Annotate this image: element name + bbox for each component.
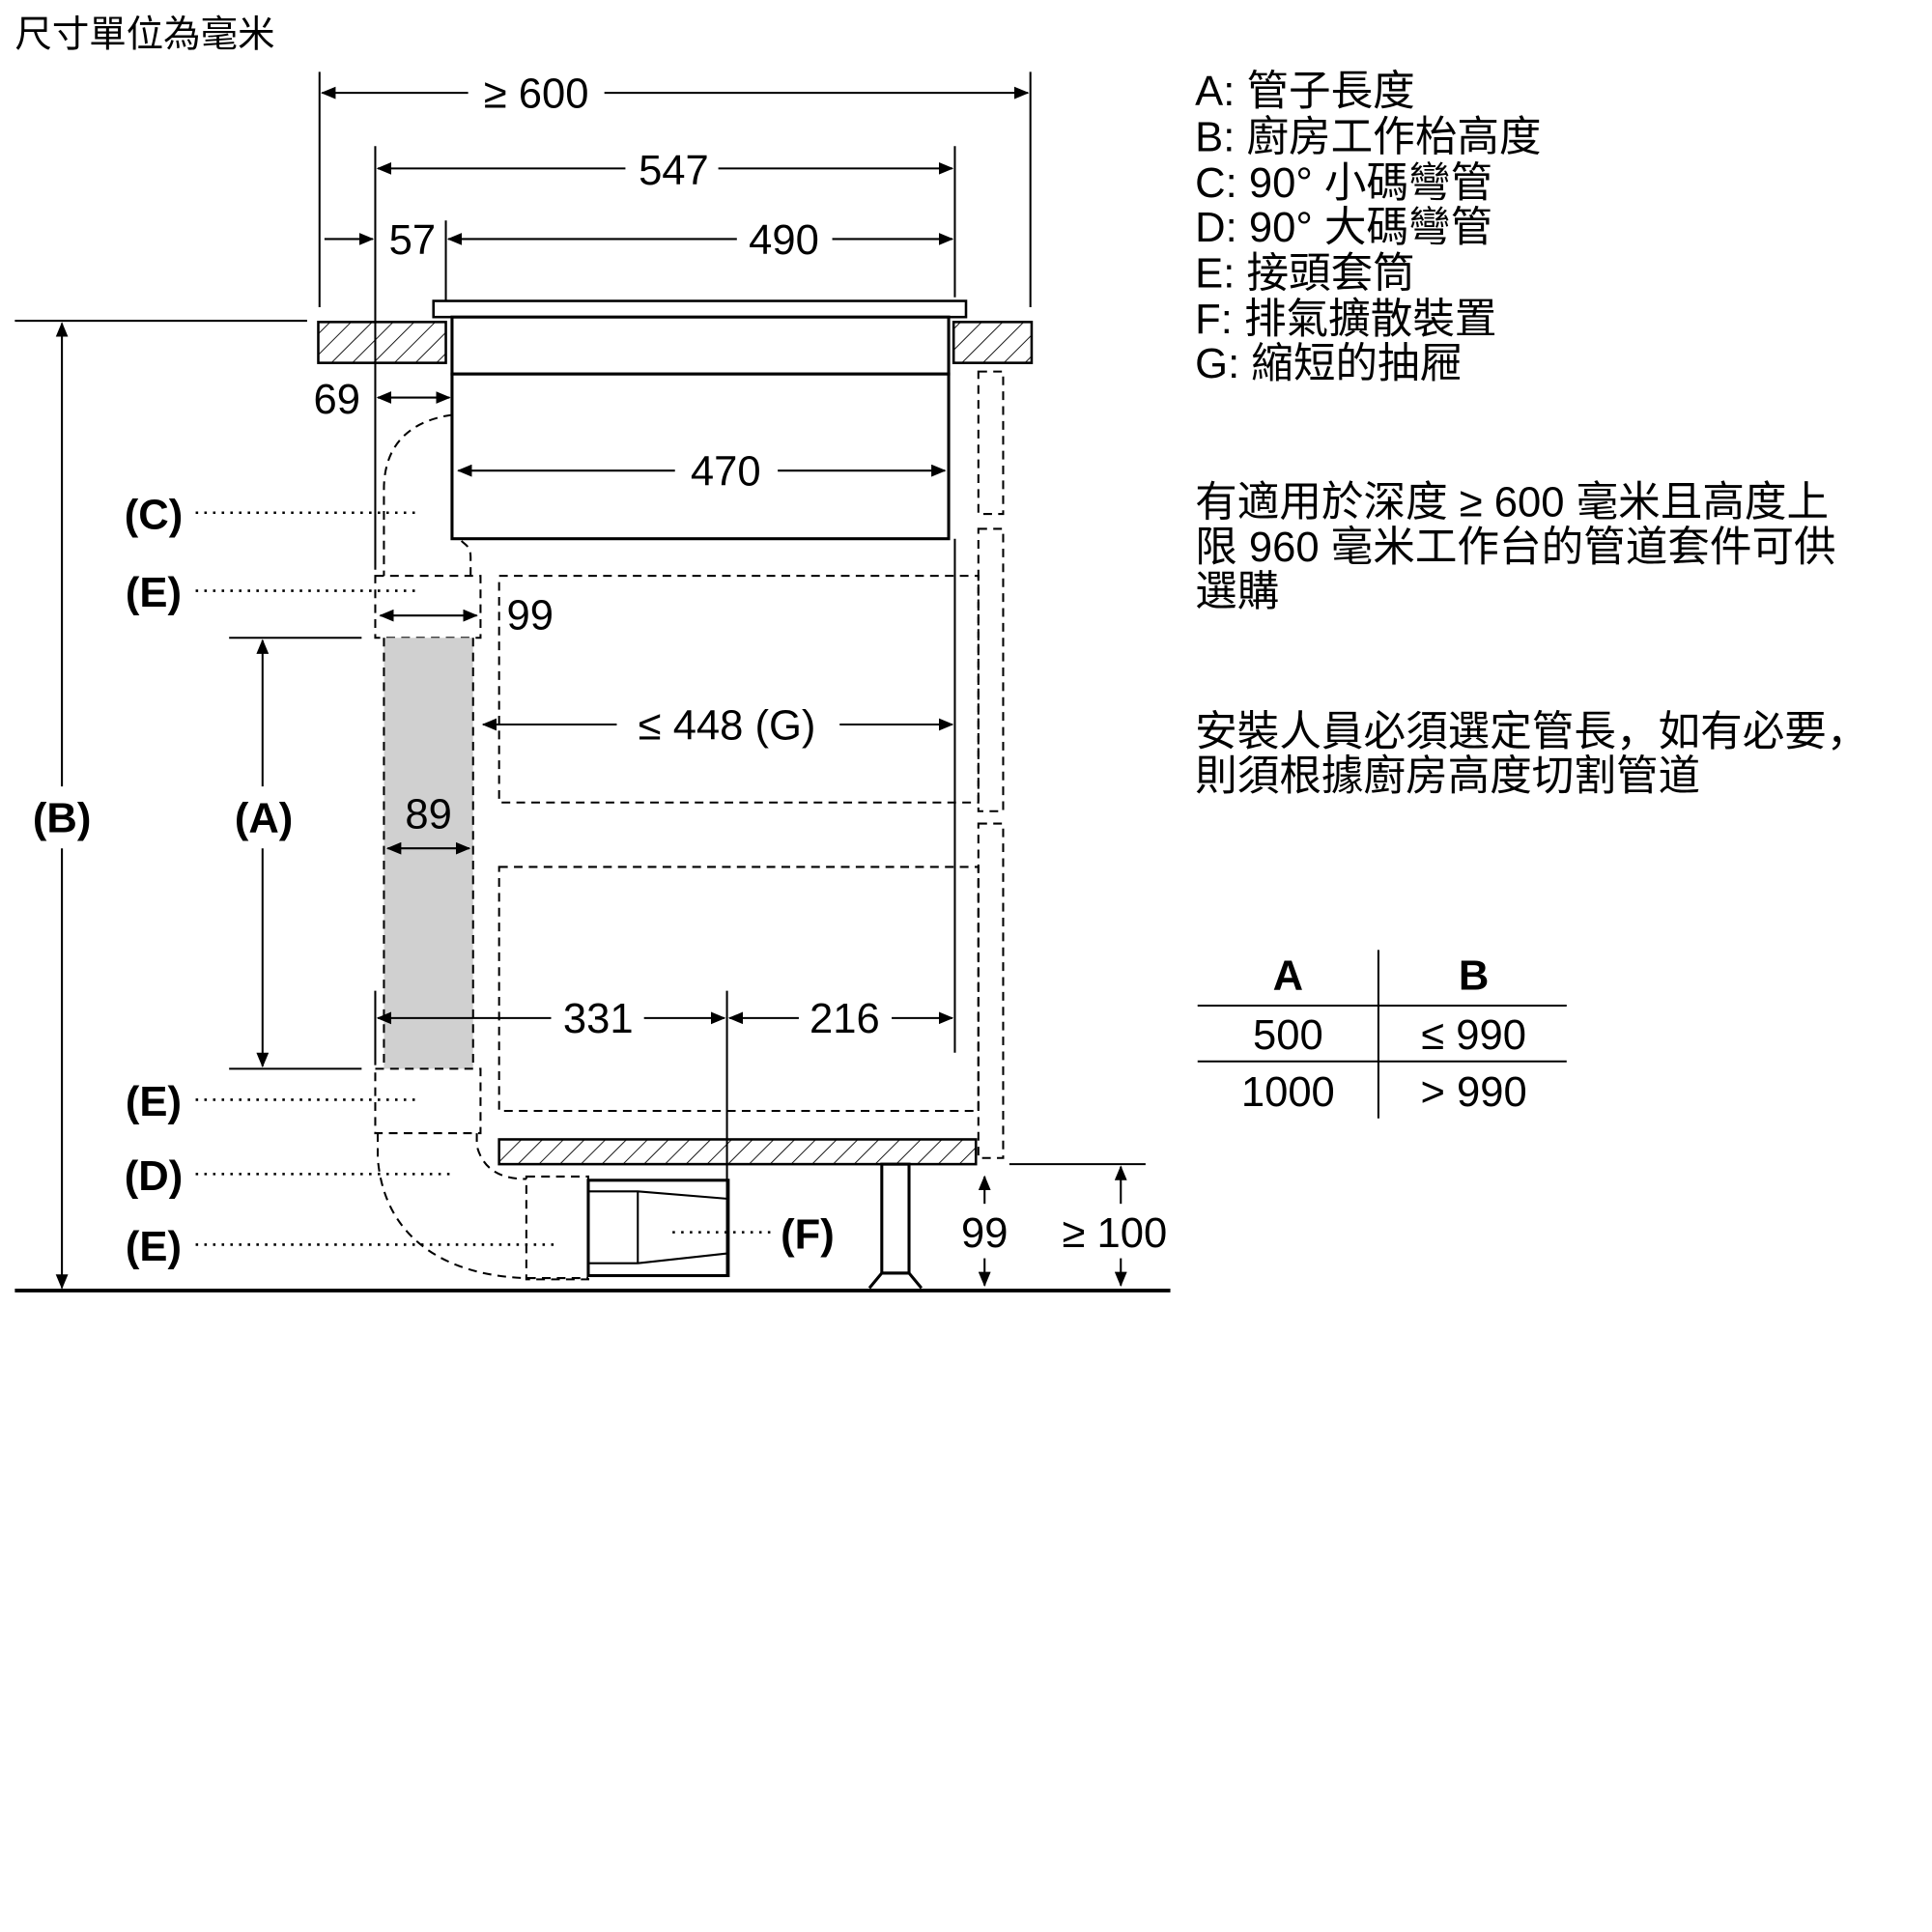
legend-item: D: 90° 大碼彎管 <box>1195 205 1492 251</box>
dim-duct-to-mid: 331 <box>563 996 634 1042</box>
length-table: A B 500 ≤ 990 1000 > 990 <box>1197 950 1567 1119</box>
legend-item: B: 廚房工作枱高度 <box>1195 114 1541 160</box>
table-cell: 1000 <box>1241 1069 1335 1116</box>
table-header-b: B <box>1459 952 1489 999</box>
label-b: (B) <box>33 796 91 842</box>
kit-note-line: 限 960 毫米工作台的管道套件可供 <box>1195 525 1835 571</box>
table-header-a: A <box>1273 952 1303 999</box>
table-cell: > 990 <box>1421 1069 1527 1116</box>
dim-duct-offset: 69 <box>313 377 359 423</box>
duct-pipe <box>384 638 473 1069</box>
shortened-drawer <box>497 575 980 804</box>
installer-note-line: 安裝人員必須選定管長，如有必要， <box>1195 709 1868 755</box>
connector-sleeve-mid <box>374 1067 482 1135</box>
worktop-left <box>317 321 447 364</box>
cabinet-leg <box>867 1162 923 1290</box>
lower-drawer <box>497 866 980 1113</box>
small-elbow <box>383 413 472 577</box>
label-e-top: (E) <box>126 570 182 616</box>
label-c: (C) <box>125 492 184 538</box>
label-e-bottom: (E) <box>126 1224 182 1270</box>
extension-lines <box>14 71 1146 1276</box>
connector-sleeve-bottom <box>525 1175 590 1281</box>
cabinet-outline <box>497 370 1005 1159</box>
dim-plinth-clearance: 99 <box>961 1210 1008 1257</box>
legend: A: 管子長度 B: 廚房工作枱高度 C: 90° 小碼彎管 D: 90° 大碼… <box>1195 69 1541 387</box>
dimension-arrows <box>55 86 1127 1290</box>
installer-note-line: 則須根據廚房高度切割管道 <box>1195 753 1700 800</box>
kit-note-line: 選購 <box>1195 569 1279 615</box>
label-a: (A) <box>235 796 294 842</box>
kit-note-line: 有適用於深度 ≥ 600 毫米且高度上 <box>1195 480 1829 526</box>
notes: 有適用於深度 ≥ 600 毫米且高度上 限 960 毫米工作台的管道套件可供 選… <box>1195 480 1868 800</box>
label-d: (D) <box>125 1153 184 1200</box>
legend-item: G: 縮短的抽屜 <box>1195 341 1462 387</box>
exhaust-diffuser <box>586 1179 730 1278</box>
dim-overall-width: ≥ 600 <box>484 71 589 118</box>
dim-body-width: 470 <box>691 449 761 496</box>
dim-cooktop-width: 547 <box>639 148 709 194</box>
cooktop-upper-body <box>450 315 951 376</box>
dim-mid-to-back: 216 <box>810 996 880 1042</box>
cooktop-glass <box>432 299 968 319</box>
dim-pipe-width: 89 <box>405 792 451 838</box>
plinth <box>497 1138 978 1166</box>
label-e-mid: (E) <box>126 1079 182 1125</box>
dim-edge-offset: 57 <box>389 217 436 264</box>
dim-drawer-depth: ≤ 448 (G) <box>639 702 816 749</box>
dim-inner-width: 490 <box>749 217 819 264</box>
table-cell: 500 <box>1253 1012 1323 1059</box>
legend-item: F: 排氣擴散裝置 <box>1195 297 1496 343</box>
label-f: (F) <box>781 1211 835 1258</box>
cooktop-lower-body <box>450 372 951 541</box>
legend-item: E: 接頭套筒 <box>1195 250 1415 297</box>
legend-item: C: 90° 小碼彎管 <box>1195 160 1492 207</box>
dim-floor-clearance: ≥ 100 <box>1062 1210 1167 1257</box>
dim-connector-width: 99 <box>506 592 553 639</box>
legend-item: A: 管子長度 <box>1195 69 1415 115</box>
connector-sleeve-top <box>374 575 482 639</box>
table-cell: ≤ 990 <box>1421 1012 1526 1059</box>
worktop-right <box>952 321 1034 364</box>
units-title: 尺寸單位為毫米 <box>14 14 274 56</box>
